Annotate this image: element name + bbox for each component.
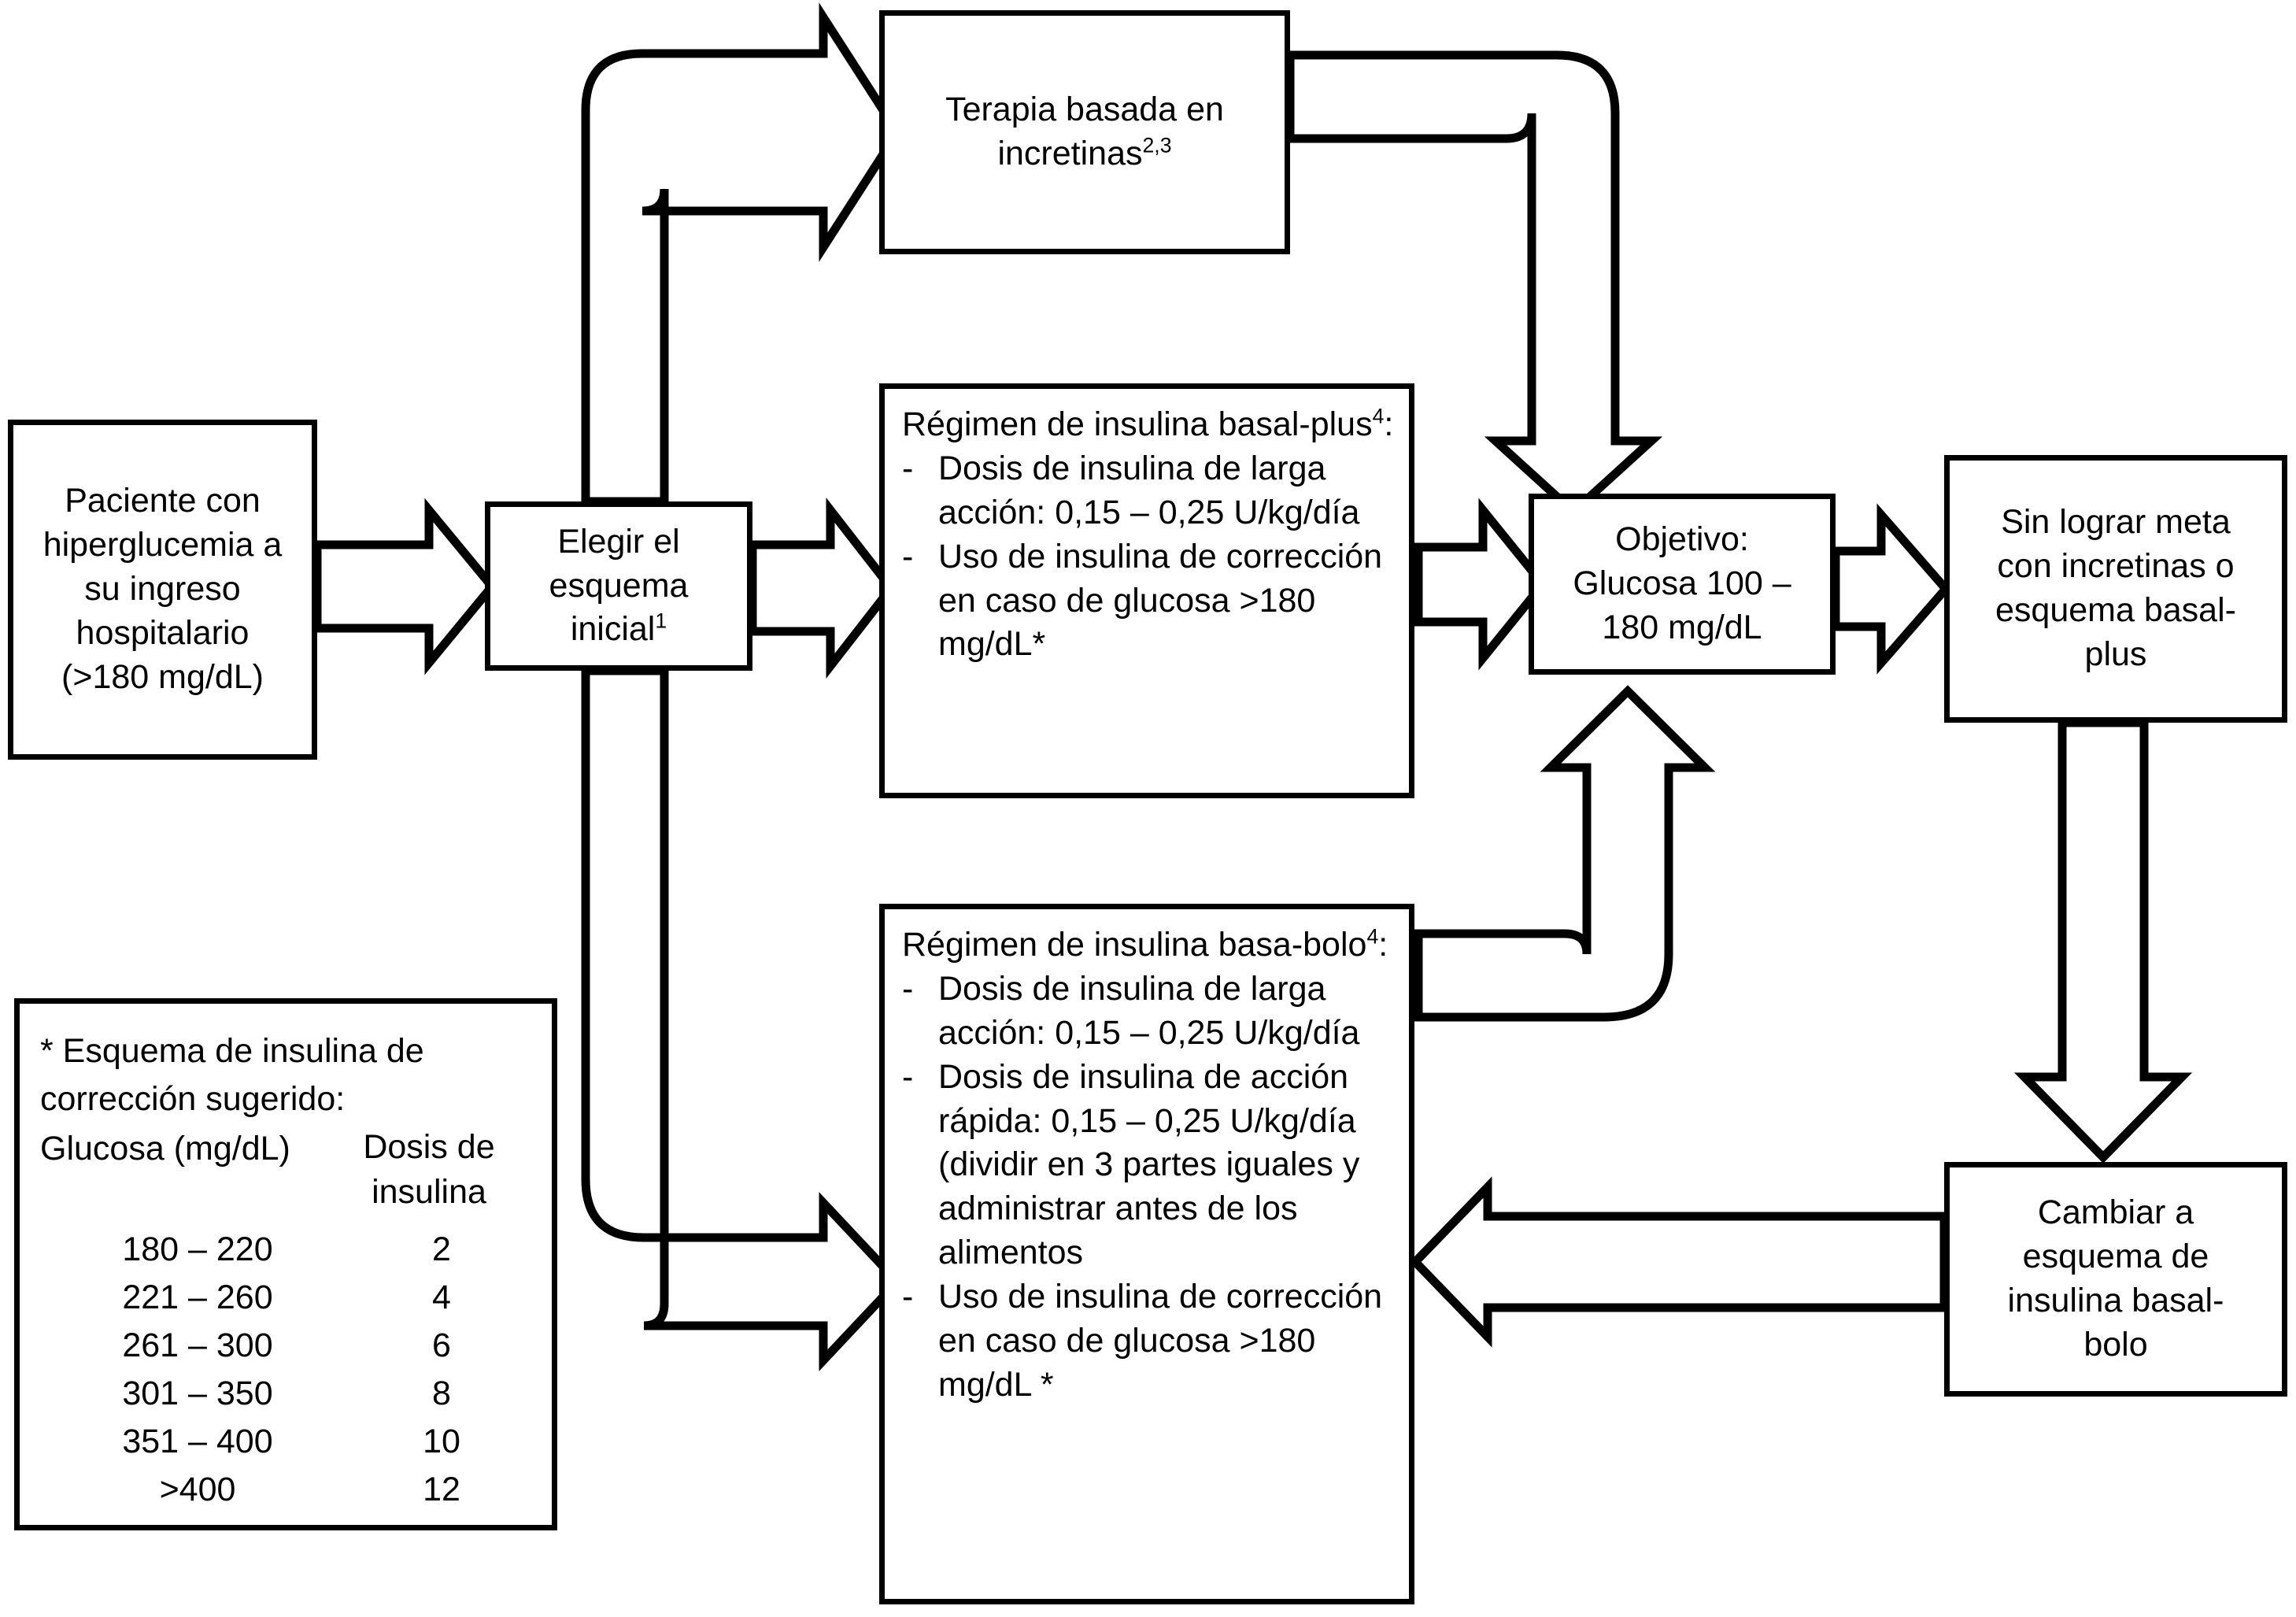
bullet-dash-icon: - — [902, 537, 914, 575]
legend-table-header: Glucosa (mg/dL) Dosis de insulina — [40, 1125, 531, 1215]
legend-col2-header-line1: Dosis de — [363, 1128, 495, 1167]
basal-bolo-superscript: 4 — [1366, 924, 1379, 949]
basal-plus-bullet-2: Uso de insulina de corrección en caso de… — [938, 537, 1383, 664]
choose-line-3: inicial1 — [490, 608, 747, 652]
incretin-line-2-text: incretinas — [997, 135, 1143, 172]
legend-dose-0: 2 — [432, 1230, 451, 1268]
node-elegir-esquema-inicial[interactable]: Elegir el esquema inicial1 — [485, 501, 752, 671]
node-sin-lograr-meta[interactable]: Sin lograr meta con incretinas o esquema… — [1944, 455, 2287, 723]
objective-line-1: Objetivo: — [1615, 520, 1749, 559]
legend-dose-2: 6 — [432, 1326, 451, 1364]
patient-line-3: su ingreso — [84, 570, 241, 609]
legend-dose-4: 10 — [423, 1422, 460, 1460]
list-item: -Dosis de insulina de larga acción: 0,15… — [902, 968, 1396, 1056]
legend-col1-header: Glucosa (mg/dL) — [40, 1130, 290, 1168]
bullet-dash-icon: - — [902, 969, 914, 1008]
bullet-dash-icon: - — [902, 1278, 914, 1316]
edge-choose-to-incretin — [581, 2, 903, 506]
incretin-line-2: incretinas2,3 — [885, 132, 1285, 176]
legend-glucose-1: 221 – 260 — [122, 1278, 273, 1316]
list-item: -Uso de insulina de corrección en caso d… — [902, 535, 1396, 668]
bullet-dash-icon: - — [902, 449, 914, 487]
objective-line-3: 180 mg/dL — [1602, 608, 1762, 646]
basal-bolo-title-suffix: : — [1378, 926, 1388, 964]
node-objetivo-glucosa[interactable]: Objetivo: Glucosa 100 – 180 mg/dL — [1529, 494, 1836, 675]
switch-line-3: insulina basal- — [2007, 1282, 2224, 1319]
node-terapia-basada-en-incretinas[interactable]: Terapia basada en incretinas2,3 — [879, 10, 1290, 254]
switch-line-4: bolo — [2083, 1325, 2148, 1364]
table-row: 301 – 350 8 — [40, 1370, 531, 1418]
basal-plus-title-suffix: : — [1384, 405, 1394, 443]
legend-col2-header: Dosis de insulina — [327, 1125, 531, 1215]
node-regimen-insulina-basal-plus[interactable]: Régimen de insulina basal-plus4: -Dosis … — [879, 383, 1414, 798]
patient-line-1: Paciente con — [65, 482, 261, 520]
choose-superscript: 1 — [655, 609, 667, 634]
table-row: >400 12 — [40, 1466, 531, 1514]
patient-line-2: hiperglucemia a — [43, 526, 283, 564]
fail-line-1: Sin lograr meta — [2001, 503, 2231, 542]
basal-bolo-title-text: Régimen de insulina basa-bolo — [902, 926, 1367, 964]
edge-fail-to-switch — [2013, 718, 2193, 1164]
edge-choose-to-basal-bolo — [581, 666, 904, 1371]
basal-bolo-bullet-1: Dosis de insulina de larga acción: 0,15 … — [938, 969, 1360, 1052]
edge-choose-to-basal-plus — [748, 497, 897, 679]
edge-basal-bolo-to-objective — [1414, 685, 1716, 1022]
table-row: 351 – 400 10 — [40, 1418, 531, 1466]
fail-line-2: con incretinas o — [1997, 547, 2235, 586]
edge-basal-plus-to-objective — [1414, 498, 1549, 671]
choose-line-1: Elegir el — [557, 522, 680, 561]
list-item: -Dosis de insulina de acción rápida: 0,1… — [902, 1056, 1396, 1275]
bullet-dash-icon: - — [902, 1057, 914, 1096]
edge-switch-to-basal-bolo — [1409, 1176, 1949, 1348]
list-item: -Uso de insulina de corrección en caso d… — [902, 1275, 1396, 1408]
switch-line-1: Cambiar a — [2037, 1193, 2194, 1232]
choose-line-2: esquema — [549, 566, 689, 605]
basal-plus-title-text: Régimen de insulina basal-plus — [902, 405, 1373, 443]
legend-table-body: 180 – 220 2 221 – 260 4 261 – 300 6 301 – 3… — [40, 1226, 531, 1514]
node-regimen-insulina-basa-bolo[interactable]: Régimen de insulina basa-bolo4: -Dosis d… — [879, 904, 1414, 1604]
legend-glucose-0: 180 – 220 — [122, 1230, 273, 1268]
edge-objective-to-fail — [1831, 503, 1952, 675]
legend-col2-header-line2: insulina — [372, 1172, 486, 1211]
switch-line-2: esquema de — [2022, 1238, 2209, 1276]
legend-title: * Esquema de insulina de corrección suge… — [40, 1032, 424, 1119]
table-row: 261 – 300 6 — [40, 1322, 531, 1370]
basal-bolo-bullet-2: Dosis de insulina de acción rápida: 0,15… — [938, 1057, 1360, 1272]
basal-plus-bullet-1: Dosis de insulina de larga acción: 0,15 … — [938, 449, 1360, 531]
basal-bolo-bullet-3: Uso de insulina de corrección en caso de… — [938, 1278, 1383, 1404]
edge-patient-to-choose — [312, 498, 498, 675]
basal-plus-superscript: 4 — [1372, 404, 1385, 428]
legend-dose-1: 4 — [432, 1278, 451, 1316]
fail-line-3: esquema basal- — [1995, 591, 2236, 629]
patient-line-4: hospitalario — [76, 613, 250, 652]
legend-glucose-4: 351 – 400 — [122, 1422, 273, 1460]
patient-line-5: (>180 mg/dL) — [61, 657, 264, 696]
basal-plus-bullet-list: -Dosis de insulina de larga acción: 0,15… — [902, 447, 1396, 667]
table-row: 180 – 220 2 — [40, 1226, 531, 1274]
incretin-superscript: 2,3 — [1142, 133, 1172, 157]
table-row: 221 – 260 4 — [40, 1274, 531, 1322]
incretin-line-1: Terapia basada en — [945, 91, 1224, 129]
node-paciente-con-hiperglucemia[interactable]: Paciente con hiperglucemia a su ingreso … — [8, 420, 317, 760]
list-item: -Dosis de insulina de larga acción: 0,15… — [902, 447, 1396, 535]
legend-glucose-5: >400 — [159, 1470, 236, 1508]
node-cambiar-a-basal-bolo[interactable]: Cambiar a esquema de insulina basal- bol… — [1944, 1162, 2287, 1397]
legend-glucose-3: 301 – 350 — [122, 1374, 273, 1412]
basal-bolo-bullet-list: -Dosis de insulina de larga acción: 0,15… — [902, 968, 1396, 1408]
legend-dose-3: 8 — [432, 1374, 451, 1412]
objective-line-2: Glucosa 100 – — [1573, 564, 1791, 603]
choose-line-3-text: inicial — [570, 610, 656, 649]
fail-line-4: plus — [2084, 635, 2147, 673]
legend-esquema-insulina-correccion[interactable]: * Esquema de insulina de corrección suge… — [14, 998, 557, 1530]
legend-dose-5: 12 — [423, 1470, 460, 1508]
edge-incretin-to-objective — [1285, 50, 1663, 518]
legend-glucose-2: 261 – 300 — [122, 1326, 273, 1364]
basal-bolo-title: Régimen de insulina basa-bolo4: — [902, 923, 1396, 968]
basal-plus-title: Régimen de insulina basal-plus4: — [902, 403, 1396, 447]
